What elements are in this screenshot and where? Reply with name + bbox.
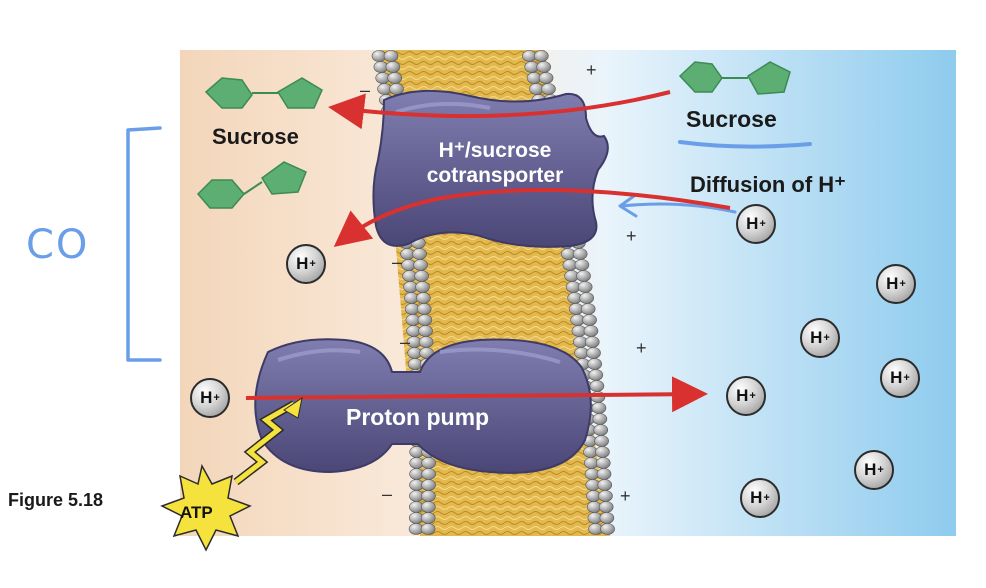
phospholipid-head [389, 83, 404, 95]
phospholipid-head [599, 512, 615, 524]
charge-sign: + [626, 226, 637, 246]
lightning-bolt-icon [233, 396, 303, 486]
phospholipid-head [412, 248, 427, 260]
phospholipid-head [572, 248, 588, 260]
figure-caption: Figure 5.18 [8, 490, 104, 510]
cotransporter-label-line2: cotransporter [426, 164, 564, 187]
phospholipid-head [418, 325, 433, 337]
phospholipid-head [414, 270, 429, 282]
phospholipid-head [413, 259, 428, 271]
phospholipid-head [421, 479, 436, 491]
phospholipid-head [596, 468, 612, 480]
phospholipid-head [595, 446, 610, 458]
sucrose-transport-arrow [328, 90, 671, 130]
charge-sign: + [620, 486, 631, 506]
phospholipid-head [587, 358, 602, 370]
handwritten-annotations [126, 126, 812, 362]
phospholipid-head [580, 303, 596, 315]
phospholipid-head [577, 281, 593, 293]
charge-sign: – [400, 332, 411, 352]
sucrose-molecule-left-top [204, 77, 323, 109]
cotransporter-label-line1: H⁺/sucrose [438, 139, 552, 162]
phospholipid-head [420, 512, 436, 524]
phospholipid-head [418, 336, 434, 348]
phospholipid-head [584, 336, 600, 348]
phospholipid-head [421, 457, 436, 469]
phospholipid-head [600, 523, 615, 535]
charge-sign: – [360, 80, 371, 100]
phospholipid-head [598, 501, 614, 513]
phospholipid-head [592, 413, 608, 425]
atp-label: ATP [180, 503, 213, 522]
phospholipid-head [534, 50, 549, 62]
phospholipid-head [421, 501, 436, 513]
handwritten-underline [678, 140, 812, 149]
phospholipid-head [598, 490, 613, 502]
proton-ion: H+ [876, 264, 916, 304]
proton-pump-protein [254, 338, 592, 474]
phospholipid-head [385, 61, 401, 73]
phospholipid-head [415, 281, 430, 293]
phospholipid-head [417, 314, 433, 326]
handwritten-bracket [126, 126, 162, 362]
proton-ion: H+ [736, 204, 776, 244]
charge-sign: + [636, 338, 647, 358]
proton-ion: H+ [800, 318, 840, 358]
phospholipid-head [583, 325, 599, 337]
cotransporter-protein [372, 89, 609, 248]
transport-arrows [245, 90, 731, 413]
proton-ion: H+ [880, 358, 920, 398]
phospholipid-head [387, 72, 403, 84]
handwritten-arrow [620, 202, 737, 214]
phospholipid-head [383, 50, 399, 62]
charge-sign: + [586, 60, 597, 80]
phospholipid-head [536, 61, 551, 73]
proton-ion: H+ [190, 378, 230, 418]
phospholipid-head [588, 369, 604, 381]
phospholipid-head [538, 72, 554, 84]
phospholipid-head [591, 402, 607, 414]
proton-pump-arrow [245, 376, 708, 413]
proton-pump-label: Proton pump [346, 404, 490, 430]
phospholipid-head [594, 435, 609, 447]
phospholipid-head [416, 292, 431, 304]
proton-ion: H+ [286, 244, 326, 284]
proton-ion: H+ [726, 376, 766, 416]
phospholipid-head [420, 523, 436, 535]
phospholipid-head [597, 479, 613, 491]
phospholipid-head [586, 347, 601, 359]
phospholipid-head [589, 380, 605, 392]
phospholipid-head [593, 424, 609, 436]
proton-ion: H+ [740, 478, 780, 518]
handwritten-note: CO [26, 222, 90, 268]
charge-sign: – [382, 484, 393, 504]
atp-burst [160, 463, 252, 552]
phospholipid-head [582, 314, 597, 326]
phospholipid-head [541, 83, 556, 95]
charge-sign: – [392, 252, 403, 272]
phospholipid-head [421, 468, 436, 480]
proton-diffusion-arrow [333, 188, 731, 247]
sucrose-label-left: Sucrose [212, 124, 299, 149]
diffusion-label: Diffusion of H⁺ [690, 172, 846, 197]
sucrose-molecule-right [678, 61, 791, 95]
proton-ion: H+ [854, 450, 894, 490]
sucrose-molecule-left-bottom [196, 161, 307, 209]
phospholipid-head [421, 490, 436, 502]
phospholipid-head [595, 457, 611, 469]
phospholipid-head [574, 259, 590, 271]
sucrose-label-right: Sucrose [686, 106, 777, 132]
phospholipid-head [416, 303, 432, 315]
phospholipid-head [576, 270, 591, 282]
phospholipid-head [579, 292, 594, 304]
